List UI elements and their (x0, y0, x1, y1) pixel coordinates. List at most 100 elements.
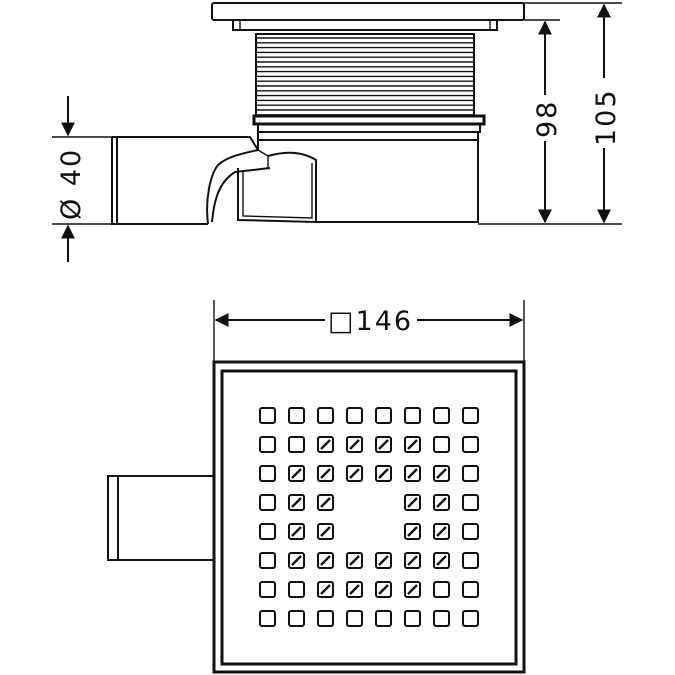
grate-slot (288, 523, 305, 540)
slot-hatch (291, 497, 302, 508)
grate-slot (259, 581, 276, 598)
width-label: □146 (328, 306, 413, 337)
grate-slot (317, 523, 334, 540)
grate-slot (288, 407, 305, 424)
grate-slot (288, 494, 305, 511)
height-98-dimension: 98 (478, 19, 622, 225)
grate-slot (317, 494, 334, 511)
grate-slot (404, 436, 421, 453)
outlet-stub (107, 475, 215, 561)
grate-slot (462, 494, 479, 511)
slot-hatch (320, 497, 331, 508)
slot-hatch (349, 439, 360, 450)
slot-hatch (320, 439, 331, 450)
grate-slot (375, 407, 392, 424)
grate-slot (375, 581, 392, 598)
grate-slot (462, 610, 479, 627)
grate-slots (259, 407, 479, 627)
grate-slot (317, 552, 334, 569)
slot-hatch (378, 439, 389, 450)
slot-hatch (291, 526, 302, 537)
grate-slot (433, 436, 450, 453)
slot-hatch (436, 526, 447, 537)
slot-hatch (407, 584, 418, 595)
grate-slot (404, 523, 421, 540)
slot-hatch (436, 497, 447, 508)
slot-hatch (407, 555, 418, 566)
grate-slot (259, 552, 276, 569)
slot-hatch (320, 555, 331, 566)
slot-hatch (320, 584, 331, 595)
grate-slot (433, 494, 450, 511)
grate-slot (259, 494, 276, 511)
grate-slot (346, 436, 363, 453)
slot-hatch (378, 555, 389, 566)
grate-slot (346, 610, 363, 627)
slot-hatch (407, 526, 418, 537)
grate-plate-side (211, 2, 525, 21)
slot-hatch (291, 468, 302, 479)
grate-slot (288, 436, 305, 453)
slot-hatch (378, 584, 389, 595)
diameter-label: Ø 40 (56, 148, 87, 220)
height-105-dimension: 105 (524, 2, 622, 224)
frame-collar (232, 20, 498, 31)
grate-slot (346, 581, 363, 598)
grate-slot (259, 523, 276, 540)
slot-hatch (407, 468, 418, 479)
grate-slot (375, 552, 392, 569)
slot-hatch (320, 526, 331, 537)
grate-slot (288, 610, 305, 627)
grate-outer-frame (212, 360, 526, 674)
grate-slot (433, 523, 450, 540)
grate-slot (288, 581, 305, 598)
grate-slot (404, 552, 421, 569)
slot-hatch (407, 439, 418, 450)
slot-hatch (436, 555, 447, 566)
lower-body (257, 132, 479, 223)
grate-slot (346, 552, 363, 569)
grate-slot (259, 407, 276, 424)
grate-slot (462, 465, 479, 482)
grate-slot (375, 465, 392, 482)
diameter-dimension: Ø 40 (52, 96, 112, 262)
grate-slot (433, 407, 450, 424)
grate-slot (346, 465, 363, 482)
grate-slot (259, 610, 276, 627)
grate-slot (404, 407, 421, 424)
slot-hatch (349, 468, 360, 479)
slot-hatch (291, 555, 302, 566)
grate-slot (317, 465, 334, 482)
grate-slot (433, 610, 450, 627)
grate-slot (259, 465, 276, 482)
height-98-label: 98 (532, 100, 563, 138)
grate-slot (404, 465, 421, 482)
top-view: □146 (107, 300, 526, 674)
grate-slot (462, 581, 479, 598)
threaded-body (255, 33, 475, 117)
grate-slot (462, 436, 479, 453)
slot-hatch (436, 468, 447, 479)
slot-hatch (349, 584, 360, 595)
grate-slot (259, 436, 276, 453)
width-dimension: □146 (213, 300, 525, 362)
grate-slot (462, 523, 479, 540)
grate-slot (375, 610, 392, 627)
side-view: Ø 40 98 105 (52, 2, 622, 262)
grate-slot (404, 494, 421, 511)
grate-slot (288, 465, 305, 482)
grate-slot (317, 581, 334, 598)
height-105-label: 105 (591, 88, 622, 146)
grate-slot (288, 552, 305, 569)
slot-hatch (378, 468, 389, 479)
grate-slot (317, 407, 334, 424)
grate-slot (375, 436, 392, 453)
grate-slot (404, 581, 421, 598)
grate-slot (317, 436, 334, 453)
grate-inner-frame (220, 369, 518, 666)
slot-hatch (320, 468, 331, 479)
seal-ring (252, 114, 486, 126)
slot-hatch (407, 497, 418, 508)
grate-slot (404, 610, 421, 627)
